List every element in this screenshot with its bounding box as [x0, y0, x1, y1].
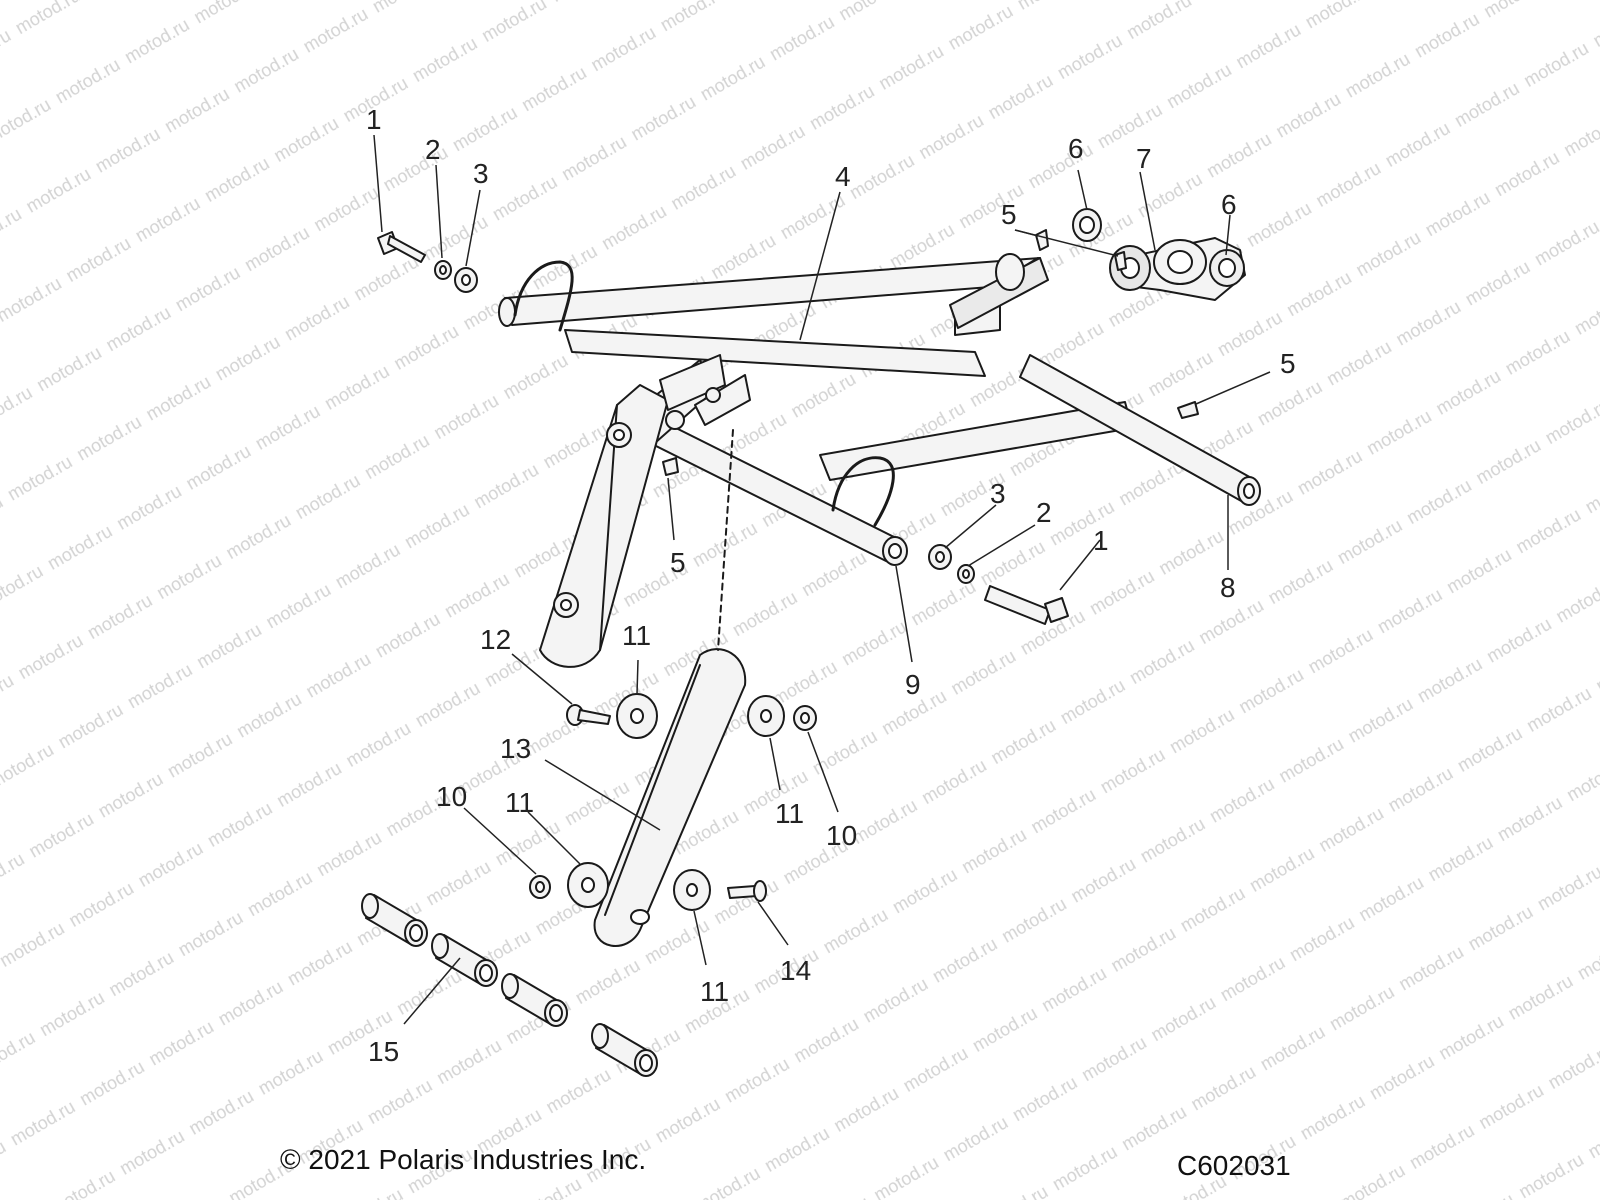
callout-3-top: 3 [473, 158, 489, 189]
copyright-text: © 2021 Polaris Industries Inc. [280, 1144, 647, 1175]
callout-labels: 1 2 3 4 5 6 7 6 5 5 3 2 1 8 9 12 11 13 1… [366, 104, 1296, 1067]
callout-6-right: 6 [1221, 189, 1237, 220]
callout-3-bottom: 3 [990, 478, 1006, 509]
callout-10-right: 10 [826, 820, 857, 851]
callout-5-left: 5 [670, 547, 686, 578]
leader-lines [373, 134, 1271, 1025]
bolt-14 [727, 880, 767, 902]
callout-9: 9 [905, 669, 921, 700]
callout-1-bottom: 1 [1093, 525, 1109, 556]
callout-5-top: 5 [1001, 199, 1017, 230]
callout-6-left: 6 [1068, 133, 1084, 164]
callout-1-top: 1 [366, 104, 382, 135]
link-arm [593, 648, 747, 947]
callout-7: 7 [1136, 143, 1152, 174]
nut-10-right [793, 705, 817, 731]
bushing-11-a [616, 693, 658, 739]
bushing-11-c [567, 862, 609, 908]
callout-4: 4 [835, 161, 851, 192]
callout-2-top: 2 [425, 134, 441, 165]
callout-2-bottom: 2 [1036, 497, 1052, 528]
callout-11-top: 11 [622, 620, 651, 651]
grease-fitting-bracket [1114, 251, 1127, 271]
bolt-left [377, 231, 426, 263]
lockwasher-right [957, 564, 975, 584]
bushing-15-d [591, 1023, 658, 1077]
bushing-15-b [431, 933, 498, 987]
grease-fitting-left [662, 457, 679, 476]
callout-11-bottom: 11 [700, 976, 729, 1007]
washer-6-right [1209, 249, 1245, 287]
bolt-12 [566, 704, 611, 726]
bolt-right [984, 585, 1069, 625]
washer-6-left [1072, 208, 1102, 242]
bushing-15-a [361, 893, 428, 947]
bushing-15-c [501, 973, 568, 1027]
callout-11-right: 11 [775, 798, 804, 829]
callout-12: 12 [480, 624, 511, 655]
grease-fitting-right [1177, 401, 1199, 419]
grease-fitting-upper [1035, 229, 1049, 251]
a-arm-frame [498, 253, 1261, 566]
lockwasher-left [434, 260, 452, 280]
diagram-code: C602031 [1177, 1150, 1291, 1181]
washer-right [928, 544, 952, 570]
bushing-11-d [673, 869, 711, 911]
bushing-11-b [747, 695, 785, 737]
callout-13: 13 [500, 733, 531, 764]
callout-5-right: 5 [1280, 348, 1296, 379]
upright-arm [539, 354, 751, 668]
washer-left [454, 267, 478, 293]
callout-14: 14 [780, 955, 811, 986]
callout-11-left: 11 [505, 787, 534, 818]
callout-8: 8 [1220, 572, 1236, 603]
alignment-line [717, 429, 734, 651]
nut-10-left [529, 875, 551, 899]
callout-10-left: 10 [436, 781, 467, 812]
callout-15: 15 [368, 1036, 399, 1067]
